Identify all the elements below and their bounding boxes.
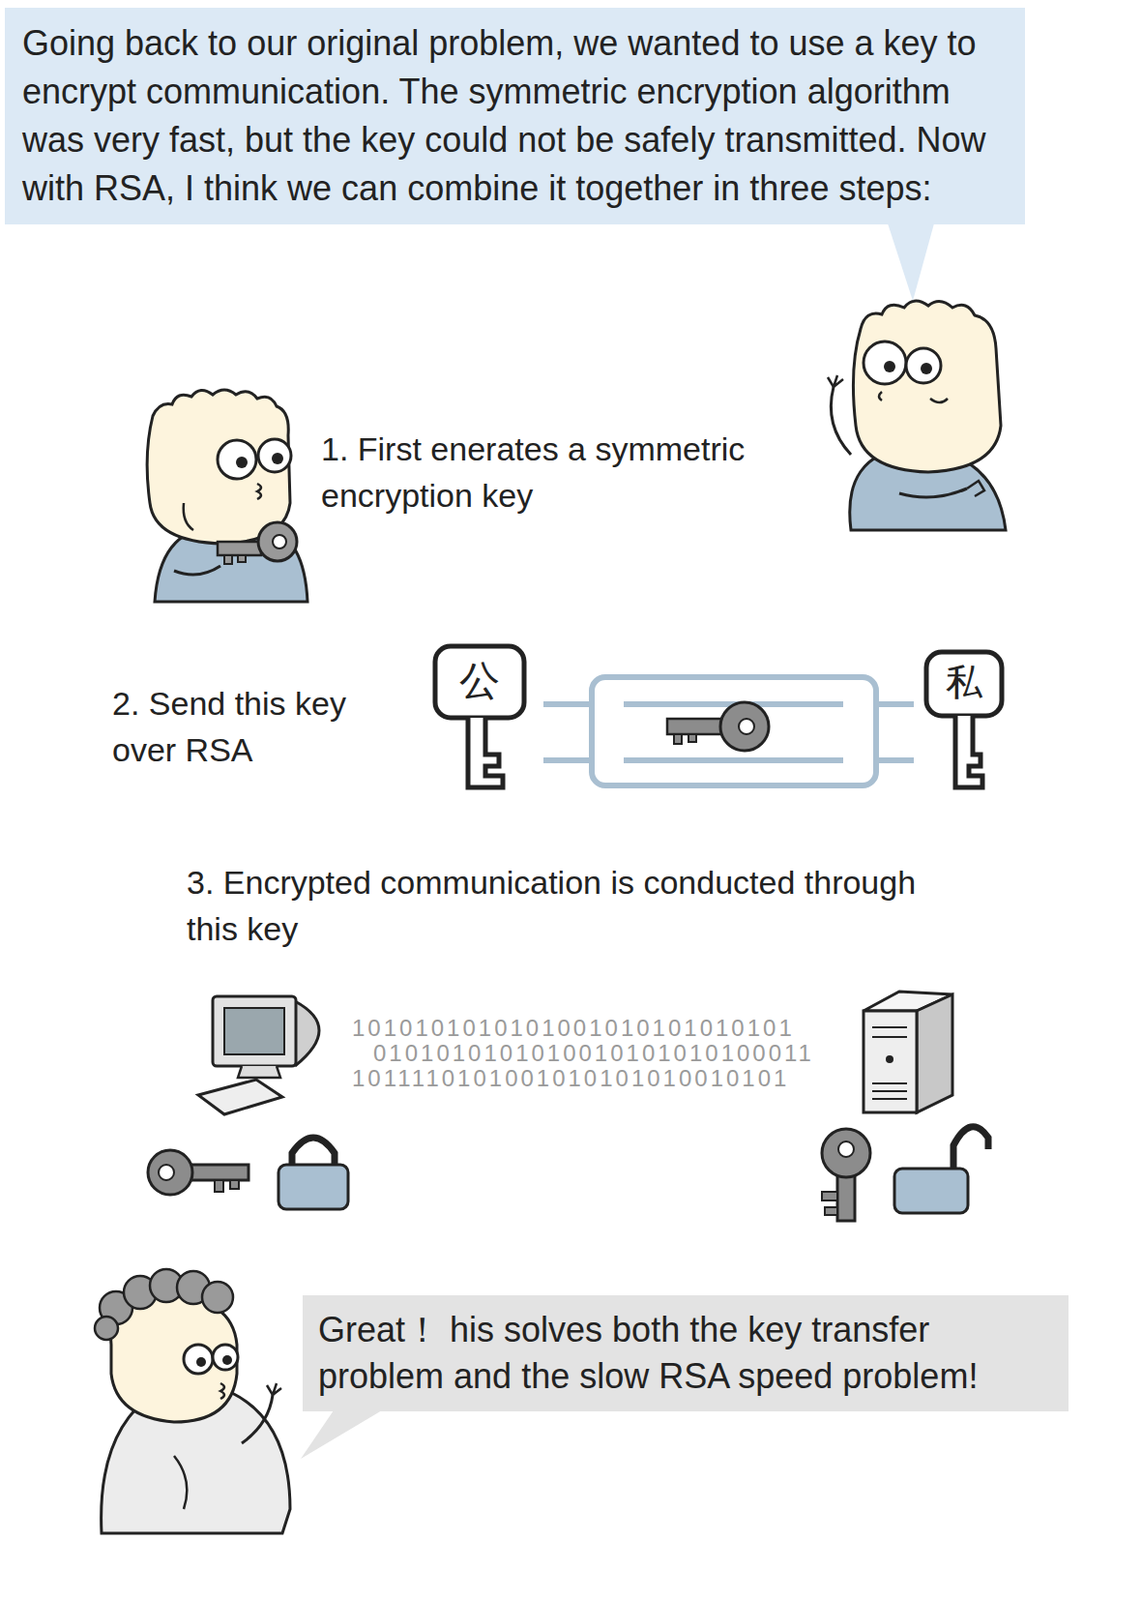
private-key: [926, 651, 1002, 788]
step-text: 1. First enerates a symmetric encryption…: [321, 425, 824, 519]
speech-bubble: Great！ his solves both the key transfer …: [302, 1294, 1069, 1411]
computer: [198, 995, 320, 1114]
bubble-text: Going back to our original problem, we w…: [22, 19, 1008, 213]
key-character: 公: [440, 657, 519, 704]
binary-data: 1011110101001010101010010101: [351, 1065, 790, 1091]
key-character: 私: [929, 659, 999, 704]
closed-lock: [278, 1137, 349, 1209]
public-key: [435, 645, 525, 788]
rsa-channel: [543, 676, 914, 786]
character-bottom: [94, 1268, 291, 1533]
bubble-text: Great！ his solves both the key transfer …: [318, 1306, 1054, 1400]
speech-bubble: Going back to our original problem, we w…: [4, 7, 1025, 225]
character-right: [827, 300, 1006, 530]
symmetric-key-copy: [821, 1128, 871, 1221]
character-left: [146, 389, 308, 602]
bubble-tail: [300, 1409, 382, 1459]
symmetric-key: [147, 1149, 249, 1195]
step-text: 3. Encrypted communication is conducted …: [186, 858, 932, 952]
binary-data: 1010101010101001010101010101: [351, 1015, 795, 1041]
binary-data: 0101010101010010101010100011: [373, 1040, 815, 1066]
step-text: 2. Send this key over RSA: [112, 679, 403, 773]
open-lock: [894, 1126, 989, 1213]
bubble-tail: [887, 223, 935, 301]
server: [863, 991, 953, 1113]
